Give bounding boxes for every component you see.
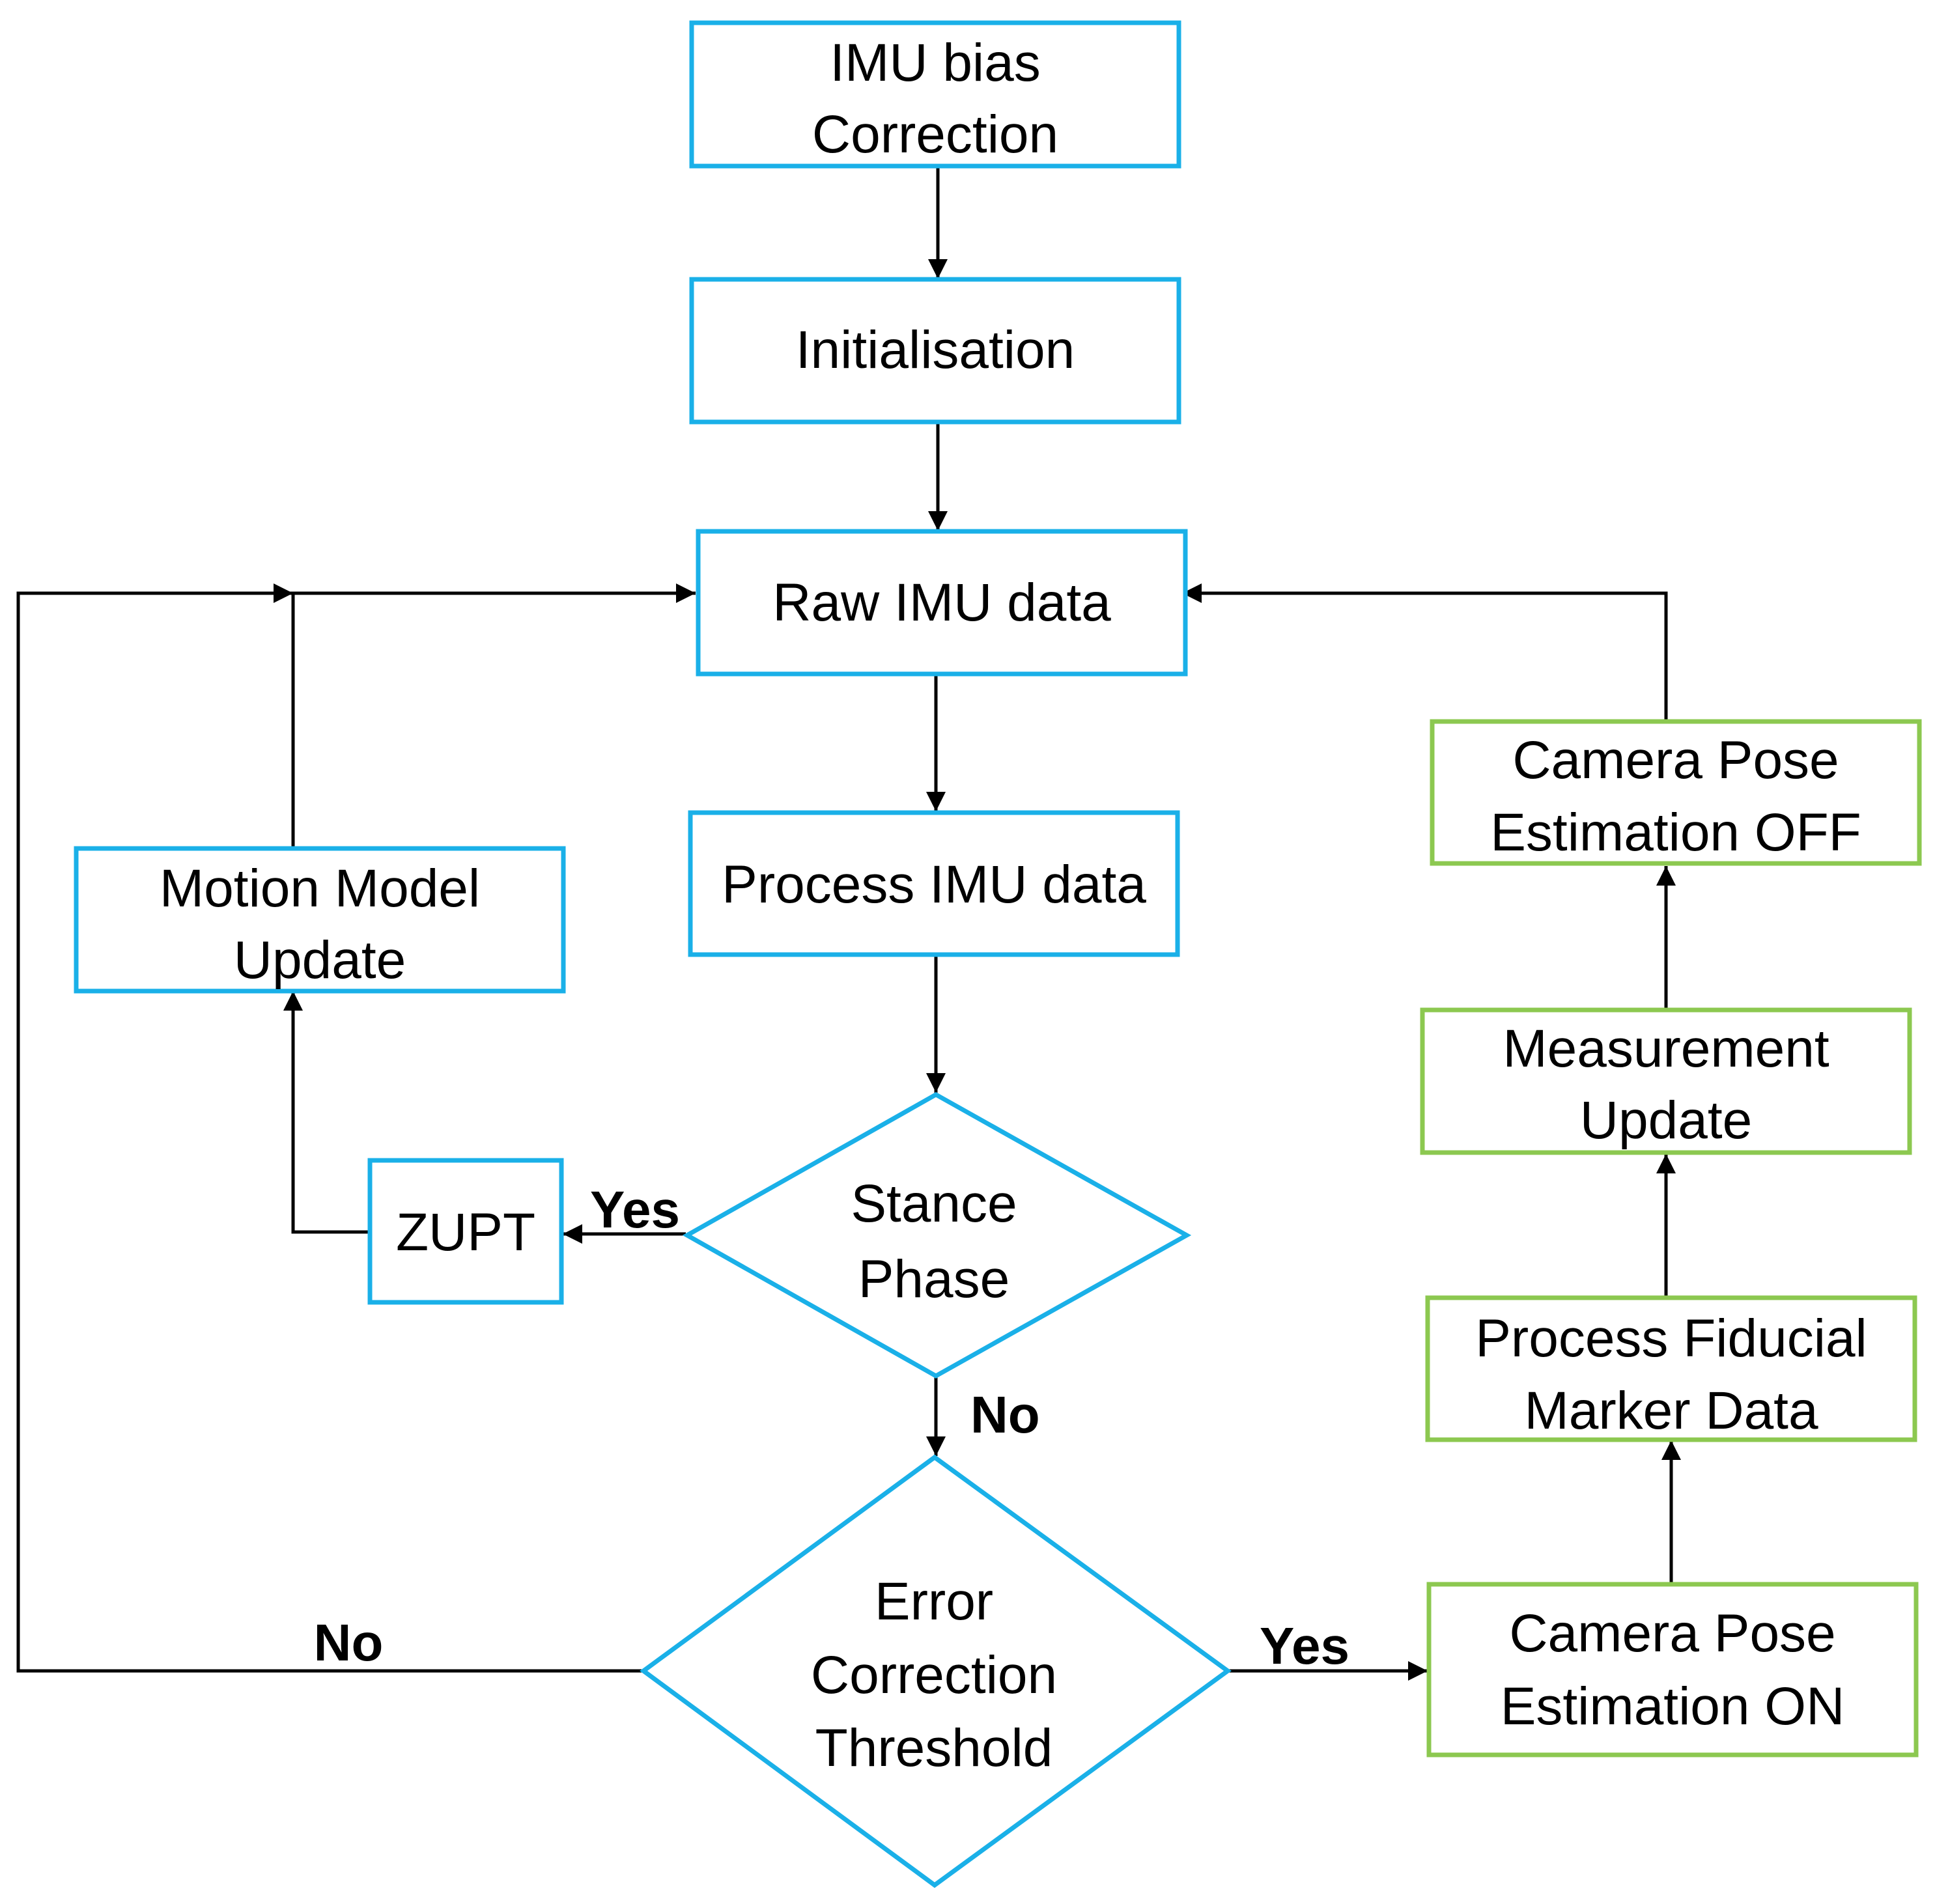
node-process-fiducial-marker-data: Process Fiducial Marker Data bbox=[1425, 1295, 1917, 1442]
node-imu-bias-correction: IMU bias Correction bbox=[689, 20, 1181, 169]
node-label-line: Update bbox=[1580, 1091, 1752, 1150]
edge-label-stance-yes: Yes bbox=[590, 1181, 680, 1239]
node-label-line: Correction bbox=[812, 105, 1058, 164]
edge-label-threshold-no: No bbox=[314, 1614, 384, 1672]
node-label-line: Motion Model bbox=[160, 859, 480, 918]
node-label-line: Initialisation bbox=[796, 320, 1075, 380]
node-label-line: ZUPT bbox=[396, 1203, 535, 1262]
node-raw-imu-data: Raw IMU data bbox=[696, 529, 1188, 677]
node-zupt: ZUPT bbox=[367, 1158, 564, 1305]
node-label-line: Threshold bbox=[815, 1718, 1053, 1778]
node-label-line: Process IMU data bbox=[722, 855, 1146, 914]
node-label-line: IMU bias bbox=[830, 33, 1041, 92]
node-label-line: Marker Data bbox=[1524, 1381, 1818, 1440]
node-label-line: Estimation OFF bbox=[1490, 803, 1861, 862]
node-stance-phase-decision: Stance Phase bbox=[682, 1091, 1192, 1379]
node-label-line: Update bbox=[234, 931, 406, 990]
node-label-line: Process Fiducial bbox=[1475, 1309, 1867, 1368]
edge-camera-off-to-raw-imu bbox=[1182, 583, 1668, 721]
node-label-line: Estimation ON bbox=[1501, 1677, 1845, 1736]
node-label-line: Camera Pose bbox=[1512, 731, 1839, 790]
node-process-imu-data: Process IMU data bbox=[688, 810, 1180, 957]
edge-zupt-to-motion-model bbox=[283, 991, 369, 1234]
node-camera-pose-estimation-off: Camera Pose Estimation OFF bbox=[1430, 719, 1922, 866]
connectors bbox=[16, 167, 1681, 1681]
node-label-line: Stance bbox=[851, 1174, 1017, 1233]
node-measurement-update: Measurement Update bbox=[1420, 1007, 1912, 1155]
edge-label-stance-no: No bbox=[970, 1386, 1040, 1444]
node-label-line: Raw IMU data bbox=[772, 573, 1111, 632]
edge-threshold-no-loop bbox=[16, 583, 642, 1673]
node-label-line: Camera Pose bbox=[1509, 1604, 1835, 1663]
edge-label-threshold-yes: Yes bbox=[1260, 1617, 1349, 1675]
node-initialisation: Initialisation bbox=[689, 277, 1181, 425]
node-label-line: Correction bbox=[811, 1645, 1057, 1705]
node-motion-model-update: Motion Model Update bbox=[74, 846, 566, 994]
node-label-line: Phase bbox=[858, 1250, 1010, 1309]
node-label-line: Measurement bbox=[1503, 1019, 1829, 1078]
node-camera-pose-estimation-on: Camera Pose Estimation ON bbox=[1426, 1582, 1919, 1757]
node-error-correction-threshold-decision: Error Correction Threshold bbox=[640, 1454, 1232, 1888]
node-label-line: Error bbox=[875, 1572, 993, 1631]
